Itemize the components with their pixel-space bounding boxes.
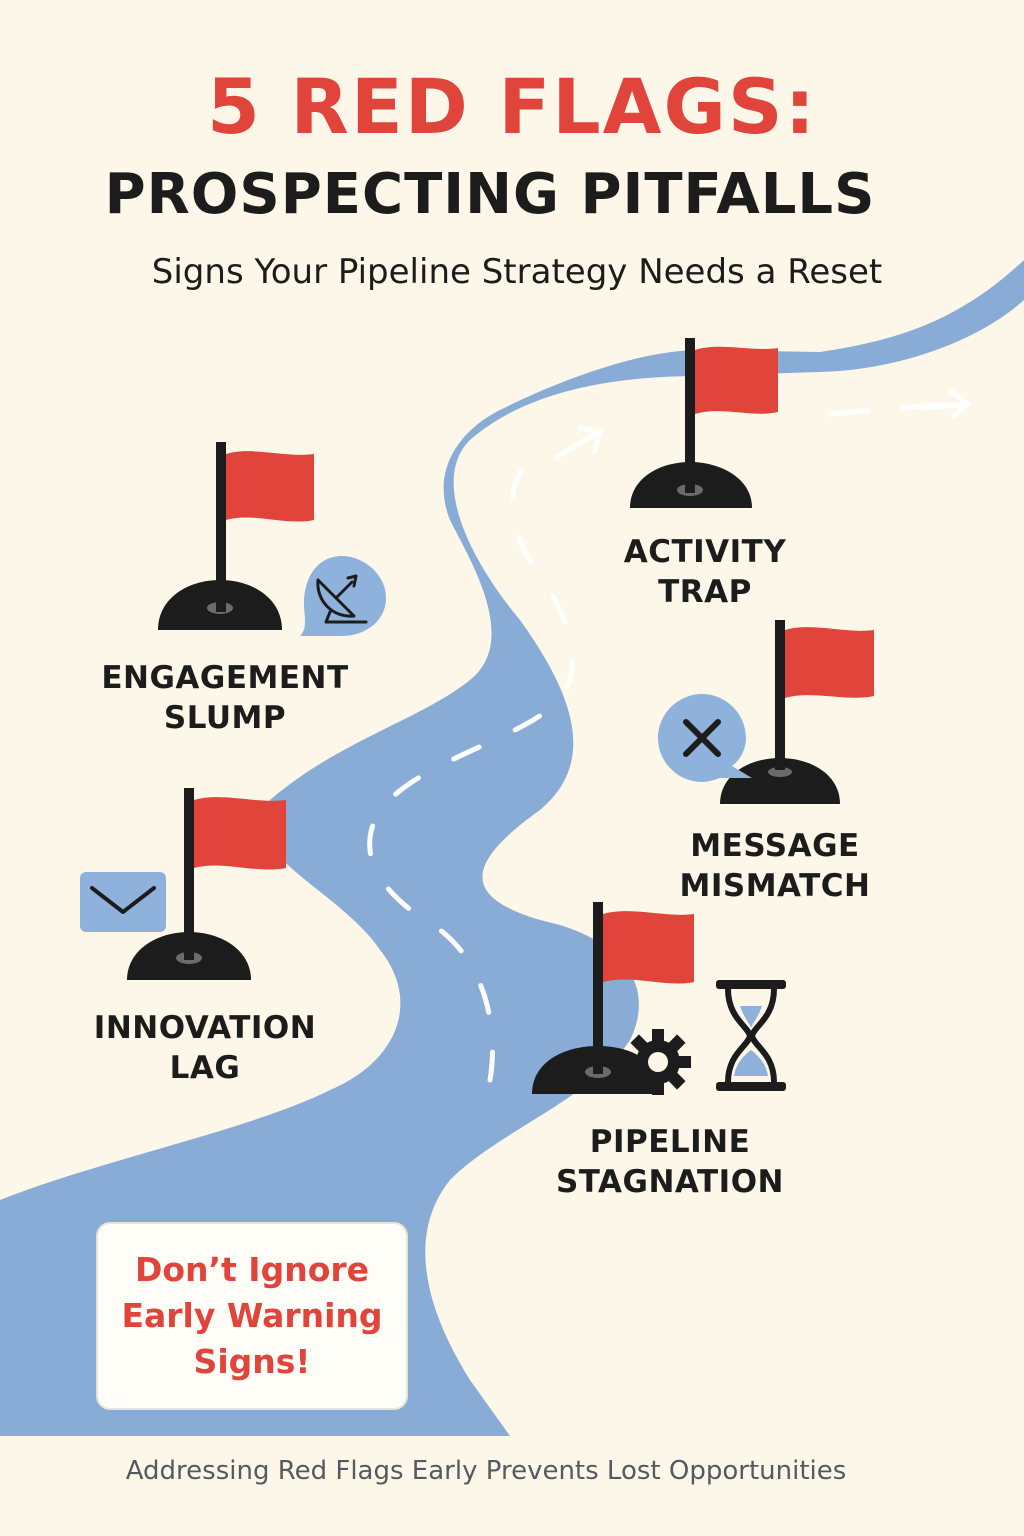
- callout-text: Don’t Ignore Early Warning Signs!: [121, 1247, 382, 1385]
- flag-innovation-lag: [80, 788, 286, 980]
- winding-road: [0, 260, 1024, 1436]
- satellite-dish-bubble-icon: [300, 556, 386, 636]
- label-line: ENGAGEMENT: [101, 660, 349, 696]
- road-center-line: [367, 452, 575, 1083]
- label-innovation-lag: INNOVATION LAG: [80, 1008, 330, 1088]
- flag-activity-trap: [630, 338, 778, 508]
- flag-base-hole: [768, 767, 792, 777]
- label-line: LAG: [169, 1050, 241, 1086]
- flag-pole: [184, 788, 194, 960]
- gear-icon: [625, 1029, 691, 1095]
- red-flag-cloth: [226, 451, 314, 522]
- flag-pole: [593, 902, 603, 1074]
- label-line: SLUMP: [163, 700, 287, 736]
- arrow-icon: [553, 425, 603, 461]
- callout-line: Signs!: [193, 1342, 311, 1381]
- flag-message-mismatch: [658, 620, 874, 804]
- label-message-mismatch: MESSAGE MISMATCH: [660, 826, 890, 906]
- flag-base: [720, 758, 840, 804]
- label-activity-trap: ACTIVITY TRAP: [590, 532, 820, 612]
- flag-engagement-slump: [158, 442, 386, 636]
- callout-line: Don’t Ignore: [134, 1250, 370, 1289]
- flag-pipeline-stagnation: [532, 902, 786, 1095]
- flag-pole: [685, 338, 695, 493]
- label-line: MISMATCH: [679, 868, 871, 904]
- hourglass-icon: [716, 980, 786, 1091]
- envelope-icon: [80, 872, 166, 932]
- tagline: Signs Your Pipeline Strategy Needs a Res…: [151, 252, 883, 292]
- page-subtitle: PROSPECTING PITFALLS: [104, 162, 876, 227]
- label-pipeline-stagnation: PIPELINE STAGNATION: [530, 1122, 810, 1202]
- red-flag-cloth: [695, 346, 778, 414]
- footer-note: Addressing Red Flags Early Prevents Lost…: [125, 1456, 847, 1486]
- flag-pole: [216, 442, 226, 612]
- red-flag-cloth: [603, 911, 694, 984]
- x-mark-bubble-icon: [658, 694, 752, 782]
- red-flag-cloth: [785, 627, 874, 698]
- flag-pole: [775, 620, 785, 770]
- label-engagement-slump: ENGAGEMENT SLUMP: [80, 658, 370, 738]
- label-line: INNOVATION: [93, 1010, 317, 1046]
- label-line: MESSAGE: [690, 828, 860, 864]
- label-line: TRAP: [658, 574, 752, 610]
- label-line: PIPELINE: [589, 1124, 751, 1160]
- label-line: ACTIVITY: [623, 534, 787, 570]
- arrow-icon: [922, 389, 971, 419]
- page-title: 5 RED FLAGS:: [207, 62, 817, 151]
- callout-line: Early Warning: [121, 1296, 383, 1335]
- label-line: STAGNATION: [555, 1164, 784, 1200]
- warning-callout-box: Don’t Ignore Early Warning Signs!: [96, 1222, 408, 1410]
- red-flag-cloth: [194, 797, 286, 870]
